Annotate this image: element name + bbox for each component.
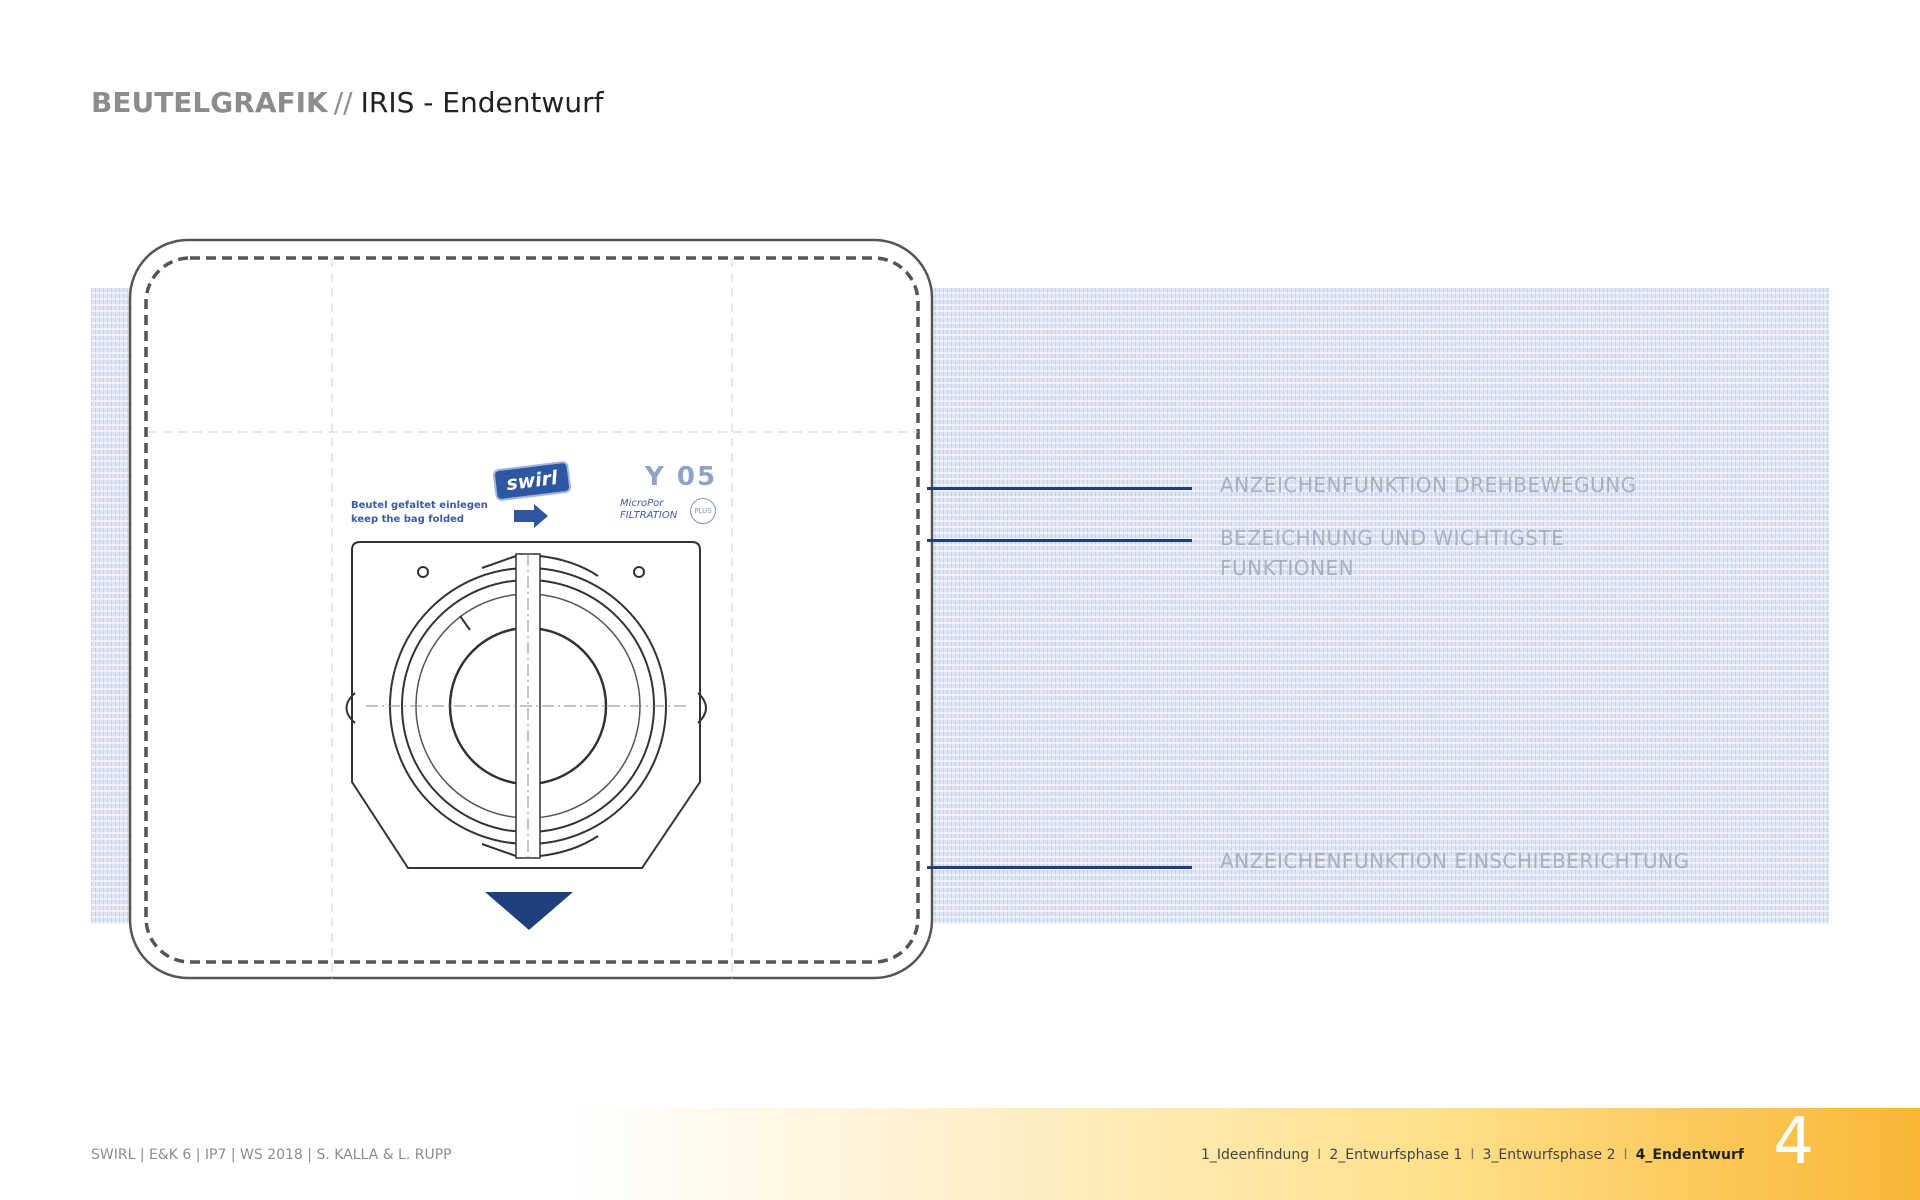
filtration-line1: MicroPor <box>620 498 664 509</box>
footer-credits: SWIRL | E&K 6 | IP7 | WS 2018 | S. KALLA… <box>91 1147 452 1163</box>
bag-drawing <box>128 238 934 980</box>
footer-navigation: 1_Ideenfindung I 2_Entwurfsphase 1 I 3_Entwu… <box>1201 1147 1744 1163</box>
nav-item-ideenfindung[interactable]: 1_Ideenfindung <box>1200 1147 1310 1163</box>
title-separator: // <box>333 86 353 119</box>
micropor-filtration-label: MicroPor FILTRATION <box>620 498 677 522</box>
page-number: 4 <box>1773 1105 1814 1179</box>
nav-item-entwurfsphase-2[interactable]: 3_Entwurfsphase 2 <box>1482 1147 1616 1163</box>
callout-line-rotation <box>927 487 1192 490</box>
footer-bar <box>0 1108 1920 1200</box>
title-bold: BEUTELGRAFIK <box>91 86 328 119</box>
bag-model-number: Y 05 <box>645 462 718 492</box>
nav-divider: I <box>1623 1147 1628 1163</box>
rotate-arrow-icon <box>514 504 548 528</box>
plus-badge: PLUS <box>690 498 716 524</box>
bag-note-line1: Beutel gefaltet einlegen <box>351 500 488 511</box>
page-title: BEUTELGRAFIK//IRIS - Endentwurf <box>91 86 603 119</box>
nav-item-endentwurf[interactable]: 4_Endentwurf <box>1635 1147 1744 1163</box>
nav-divider: I <box>1317 1147 1322 1163</box>
insert-direction-arrow-icon <box>485 892 573 930</box>
filtration-line2: FILTRATION <box>620 510 678 521</box>
callout-label-insertion: ANZEICHENFUNKTION EINSCHIEBERICHTUNG <box>1220 849 1690 873</box>
nav-item-entwurfsphase-1[interactable]: 2_Entwurfsphase 1 <box>1329 1147 1463 1163</box>
callout-label-functions: BEZEICHNUNG UND WICHTIGSTE FUNKTIONEN <box>1220 526 1565 580</box>
callout-label-rotation: ANZEICHENFUNKTION DREHBEWEGUNG <box>1220 473 1637 497</box>
title-rest: IRIS - Endentwurf <box>360 86 604 119</box>
callout-line-functions <box>927 539 1192 542</box>
bag-instruction-note: Beutel gefaltet einlegen keep the bag fo… <box>351 499 488 527</box>
nav-divider: I <box>1470 1147 1475 1163</box>
callout-line-insertion <box>927 866 1192 869</box>
bag-note-line2: keep the bag folded <box>351 514 465 525</box>
